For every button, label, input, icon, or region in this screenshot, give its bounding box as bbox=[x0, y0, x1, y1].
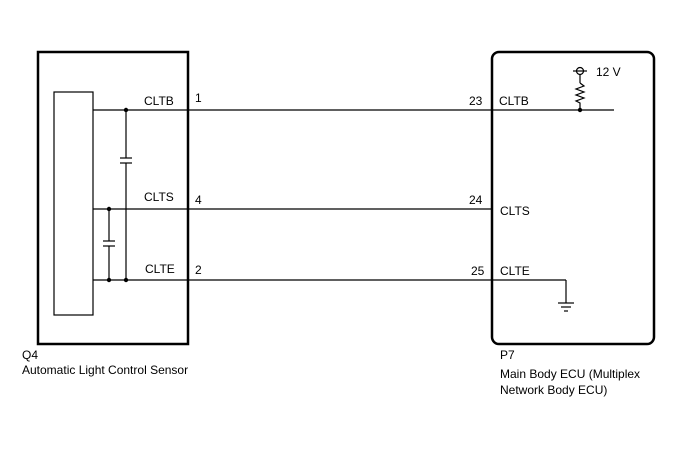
ecu-name-line1: Main Body ECU (Multiplex bbox=[500, 367, 640, 381]
junction-dot bbox=[106, 206, 112, 212]
junction-dot bbox=[123, 107, 129, 113]
sensor-pin-number-2: 2 bbox=[195, 263, 202, 277]
sensor-code: Q4 bbox=[22, 348, 38, 362]
sensor-pin-signal-clte: CLTE bbox=[145, 262, 175, 276]
sensor-pin-number-4: 4 bbox=[195, 193, 202, 207]
resistor-icon bbox=[574, 82, 586, 110]
power-terminal-icon bbox=[573, 66, 587, 83]
ecu-code: P7 bbox=[500, 348, 515, 362]
ecu-pin-number-23: 23 bbox=[469, 94, 483, 108]
ecu-connector-frame bbox=[490, 50, 656, 346]
ecu-name-line2: Network Body ECU) bbox=[500, 383, 607, 397]
ecu-pin-signal-clte: CLTE bbox=[500, 264, 530, 278]
ecu-pin-number-24: 24 bbox=[469, 193, 483, 207]
ecu-pin-number-25: 25 bbox=[471, 264, 485, 278]
sensor-name: Automatic Light Control Sensor bbox=[22, 363, 188, 377]
ecu-pin-signal-clts: CLTS bbox=[500, 204, 530, 218]
capacitor-icon bbox=[120, 110, 132, 280]
capacitor-icon bbox=[103, 209, 115, 280]
sensor-pin-number-1: 1 bbox=[195, 91, 202, 105]
junction-dot bbox=[106, 277, 112, 283]
ecu-pin-signal-cltb: CLTB bbox=[499, 94, 529, 108]
sensor-element bbox=[53, 91, 94, 316]
sensor-pin-signal-clts: CLTS bbox=[144, 190, 174, 204]
junction-dot bbox=[123, 277, 129, 283]
ground-icon bbox=[558, 280, 574, 312]
ecu-supply-voltage: 12 V bbox=[596, 65, 621, 79]
sensor-pin-signal-cltb: CLTB bbox=[144, 94, 174, 108]
sensor-connector-frame bbox=[36, 50, 190, 346]
